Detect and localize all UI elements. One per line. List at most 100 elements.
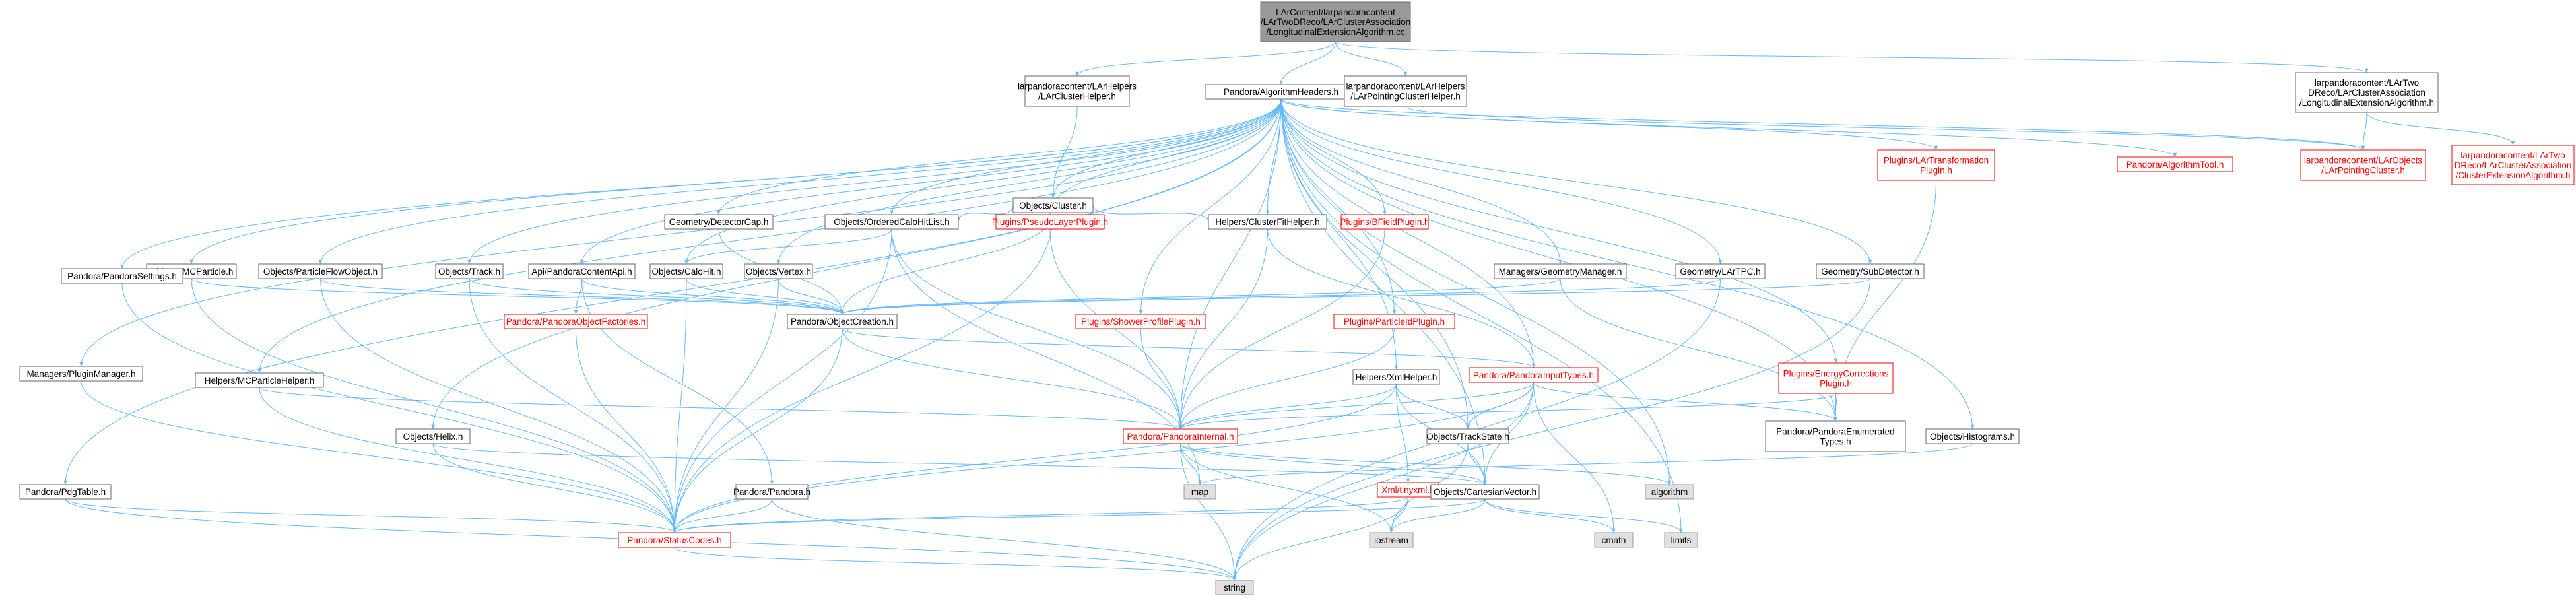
node-box bbox=[1430, 484, 1540, 500]
node-trackstate[interactable]: Objects/TrackState.h bbox=[1426, 428, 1509, 444]
node-showerprofile[interactable]: Plugins/ShowerProfilePlugin.h bbox=[1075, 314, 1206, 329]
node-objcreation[interactable]: Pandora/ObjectCreation.h bbox=[787, 314, 898, 329]
node-pdgtable[interactable]: Pandora/PdgTable.h bbox=[19, 484, 112, 500]
edge-algheaders-to-geomgr bbox=[1280, 98, 1562, 265]
edge-particleid-to-pandorainternal bbox=[1178, 328, 1395, 430]
node-xmlhelper[interactable]: Helpers/XmlHelper.h bbox=[1352, 369, 1440, 385]
node-label: Helpers/ClusterFitHelper.h bbox=[1215, 217, 1319, 227]
node-label: Pandora/PandoraObjectFactories.h bbox=[506, 317, 646, 327]
node-label: Objects/CaloHit.h bbox=[651, 267, 721, 277]
node-label: DReco/LArClusterAssociation bbox=[2455, 160, 2572, 170]
node-algorithm[interactable]: algorithm bbox=[1645, 484, 1694, 500]
node-pfo[interactable]: Objects/ParticleFlowObject.h bbox=[258, 263, 383, 279]
node-helix[interactable]: Objects/Helix.h bbox=[395, 428, 471, 444]
edge-orderedcalo-to-pandorainternal bbox=[891, 228, 1183, 430]
node-box bbox=[19, 366, 143, 382]
edge-xmlhelper-to-trackstate bbox=[1396, 384, 1470, 430]
edge-cartesian-to-statuscodes bbox=[673, 498, 1486, 533]
node-box bbox=[787, 314, 898, 329]
node-box bbox=[995, 214, 1105, 230]
edge-root-to-clusterhelper bbox=[1075, 41, 1336, 77]
node-root[interactable]: LArContent/larpandoracontent/LArTwoDReco… bbox=[1260, 1, 1411, 42]
edge-objfactories-to-statuscodes bbox=[576, 328, 677, 533]
node-particleid[interactable]: Plugins/ParticleIdPlugin.h bbox=[1333, 314, 1455, 329]
node-label: Objects/Histograms.h bbox=[1930, 432, 2015, 442]
node-map[interactable]: map bbox=[1183, 484, 1216, 500]
edge-inputtypes-to-enumtypes bbox=[1533, 382, 1837, 422]
edge-inputtypes-to-pandorainternal bbox=[1178, 382, 1534, 430]
node-pluginmgr[interactable]: Managers/PluginManager.h bbox=[19, 366, 143, 382]
node-lartpc[interactable]: Geometry/LArTPC.h bbox=[1675, 263, 1766, 279]
edge-tinyxml-to-statuscodes bbox=[673, 496, 1408, 533]
node-iostream[interactable]: iostream bbox=[1369, 532, 1414, 548]
node-label: Pandora/PandoraInternal.h bbox=[1127, 432, 1234, 442]
node-calohit[interactable]: Objects/CaloHit.h bbox=[649, 263, 723, 279]
node-box bbox=[1645, 484, 1694, 500]
node-box bbox=[618, 532, 731, 548]
node-limits[interactable]: limits bbox=[1664, 532, 1698, 548]
node-cartesian[interactable]: Objects/CartesianVector.h bbox=[1430, 484, 1540, 500]
node-label: Plugins/PseudoLayerPlugin.h bbox=[992, 217, 1108, 227]
edge-orderedcalo-to-map bbox=[891, 228, 1202, 485]
node-pointinghelper[interactable]: larpandoracontent/LArHelpers/LArPointing… bbox=[1344, 75, 1467, 107]
node-histograms[interactable]: Objects/Histograms.h bbox=[1925, 428, 2020, 444]
node-box bbox=[1765, 420, 1906, 452]
edge-vertex-to-statuscodes bbox=[673, 278, 779, 533]
edge-cluster-to-statuscodes bbox=[673, 212, 1053, 533]
edge-cluster-to-clusterfit bbox=[1092, 205, 1210, 222]
node-pandorasettings[interactable]: Pandora/PandoraSettings.h bbox=[61, 268, 183, 284]
node-vertex[interactable]: Objects/Vertex.h bbox=[744, 263, 813, 279]
edge-subdet-to-string bbox=[1232, 278, 1870, 581]
edge-histograms-to-map bbox=[1198, 443, 1973, 485]
edge-root-to-pointinghelper bbox=[1335, 41, 1408, 77]
node-contentapi[interactable]: Api/PandoraContentApi.h bbox=[528, 263, 636, 279]
edge-algheaders-to-algtool bbox=[1280, 98, 2177, 158]
node-geomgr[interactable]: Managers/GeometryManager.h bbox=[1494, 263, 1627, 279]
node-clusterext[interactable]: larpandoracontent/LArTwoDReco/LArCluster… bbox=[2451, 145, 2575, 185]
node-pandora[interactable]: Pandora/Pandora.h bbox=[733, 484, 810, 500]
node-box bbox=[1344, 75, 1467, 107]
node-algheaders[interactable]: Pandora/AlgorithmHeaders.h bbox=[1205, 84, 1357, 100]
node-clusterhelper[interactable]: larpandoracontent/LArHelpers/LArClusterH… bbox=[1018, 75, 1137, 107]
node-statuscodes[interactable]: Pandora/StatusCodes.h bbox=[618, 532, 731, 548]
node-cmath[interactable]: cmath bbox=[1594, 532, 1634, 548]
node-clusterfit[interactable]: Helpers/ClusterFitHelper.h bbox=[1208, 214, 1327, 230]
edge-showerprofile-to-pandorainternal bbox=[1140, 328, 1183, 430]
node-pandorainternal[interactable]: Pandora/PandoraInternal.h bbox=[1123, 428, 1238, 444]
node-mcphelper[interactable]: Helpers/MCParticleHelper.h bbox=[195, 372, 324, 388]
node-label: Plugins/BFieldPlugin.h bbox=[1340, 217, 1429, 227]
node-inputtypes[interactable]: Pandora/PandoraInputTypes.h bbox=[1469, 367, 1599, 383]
node-cluster[interactable]: Objects/Cluster.h bbox=[1012, 197, 1094, 213]
node-orderedcalo[interactable]: Objects/OrderedCaloHitList.h bbox=[824, 214, 959, 230]
node-pointingcluster[interactable]: larpandoracontent/LArObjects/LArPointing… bbox=[2300, 149, 2426, 181]
node-label: /LongitudinalExtensionAlgorithm.h bbox=[2299, 98, 2434, 108]
node-pseudolayer[interactable]: Plugins/PseudoLayerPlugin.h bbox=[992, 214, 1108, 230]
node-subdet[interactable]: Geometry/SubDetector.h bbox=[1816, 263, 1925, 279]
node-label: Helpers/MCParticleHelper.h bbox=[205, 376, 315, 385]
node-track[interactable]: Objects/Track.h bbox=[435, 263, 504, 279]
edge-tinyxml-to-string bbox=[1232, 496, 1408, 581]
node-label: LArContent/larpandoracontent bbox=[1276, 7, 1395, 17]
node-string[interactable]: string bbox=[1215, 580, 1254, 595]
edge-algheaders-to-pandorasettings bbox=[120, 98, 1282, 269]
edge-tinyxml-to-iostream bbox=[1389, 496, 1408, 533]
node-algtool[interactable]: Pandora/AlgorithmTool.h bbox=[2117, 156, 2233, 172]
node-box bbox=[1024, 75, 1130, 107]
node-longext_h[interactable]: larpandoracontent/LArTwoDReco/LArCluster… bbox=[2295, 72, 2439, 113]
node-label: Pandora/PandoraEnumerated bbox=[1776, 427, 1894, 437]
node-tinyxml[interactable]: Xml/tinyxml.h bbox=[1377, 482, 1439, 498]
node-label: Plugins/ParticleIdPlugin.h bbox=[1344, 317, 1445, 327]
node-objfactories[interactable]: Pandora/PandoraObjectFactories.h bbox=[504, 314, 648, 329]
edge-mcphelper-to-pandorainternal bbox=[259, 387, 1183, 430]
edge-pointinghelper-to-pointingcluster bbox=[1405, 106, 2365, 150]
node-box bbox=[824, 214, 959, 230]
edge-algheaders-to-helix bbox=[431, 98, 1282, 430]
edge-algheaders-to-vertex bbox=[776, 98, 1282, 265]
node-detgap[interactable]: Geometry/DetectorGap.h bbox=[664, 214, 774, 230]
node-bfield[interactable]: Plugins/BFieldPlugin.h bbox=[1340, 214, 1430, 230]
edge-algheaders-to-limits bbox=[1280, 98, 1683, 533]
node-label: Plugin.h bbox=[1820, 379, 1852, 389]
